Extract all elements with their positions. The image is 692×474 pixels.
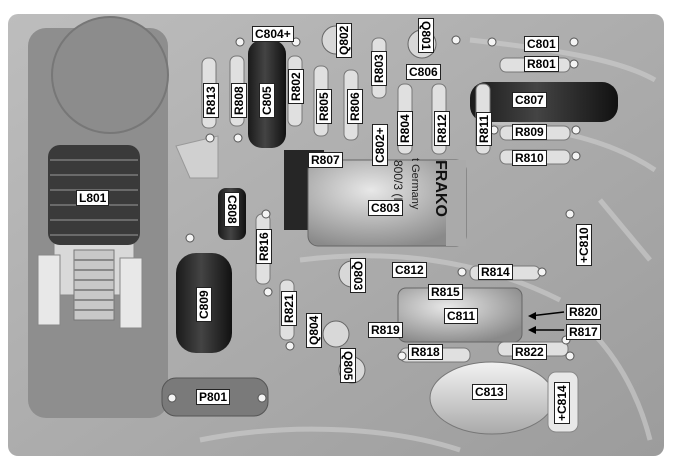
label-r807: R807 [308,152,343,168]
label-r816: R816 [256,229,272,264]
label-c814: +C814 [554,382,570,424]
label-r814: R814 [478,264,513,280]
label-c802: C802+ [372,124,388,166]
label-r804: R804 [397,111,413,146]
label-c809: C809 [196,287,212,322]
label-r801: R801 [524,56,559,72]
label-r812: R812 [434,111,450,146]
label-c813: C813 [472,384,507,400]
label-r809: R809 [512,124,547,140]
label-r813: R813 [203,83,219,118]
germany-print: t Germany [409,158,421,210]
label-r819: R819 [368,322,403,338]
label-c812: C812 [392,262,427,278]
label-c811: C811 [444,308,479,324]
label-c801: C801 [524,36,559,52]
label-c808: C808 [224,192,240,227]
label-r805: R805 [316,89,332,124]
frako-print: FRAKO [432,160,449,217]
label-r820: R820 [566,304,601,320]
label-r811: R811 [476,111,492,146]
label-l801: L801 [76,190,110,206]
label-q803: Q803 [350,258,366,294]
label-r815: R815 [428,284,463,300]
label-r821: R821 [281,291,297,326]
label-c807: C807 [512,92,547,108]
partno-print: 800/3 (I) [391,160,405,205]
label-r803: R803 [371,51,387,86]
label-r806: R806 [347,89,363,124]
label-r810: R810 [512,150,547,166]
label-c804: C804+ [252,26,294,42]
speaker-disc [51,16,169,134]
label-q802: Q802 [336,22,352,58]
label-p801: P801 [196,389,231,405]
label-q805: Q805 [340,348,356,384]
label-c806: C806 [406,64,441,80]
label-r808: R808 [231,83,247,118]
label-q804: Q804 [306,312,322,348]
label-r822: R822 [512,344,547,360]
label-r817: R817 [566,324,601,340]
label-c805: C805 [259,83,275,118]
label-r802: R802 [288,69,304,104]
label-r818: R818 [408,344,443,360]
label-c803: C803 [368,200,403,216]
label-q801: Q801 [418,18,434,54]
label-c810: +C810 [576,224,592,266]
